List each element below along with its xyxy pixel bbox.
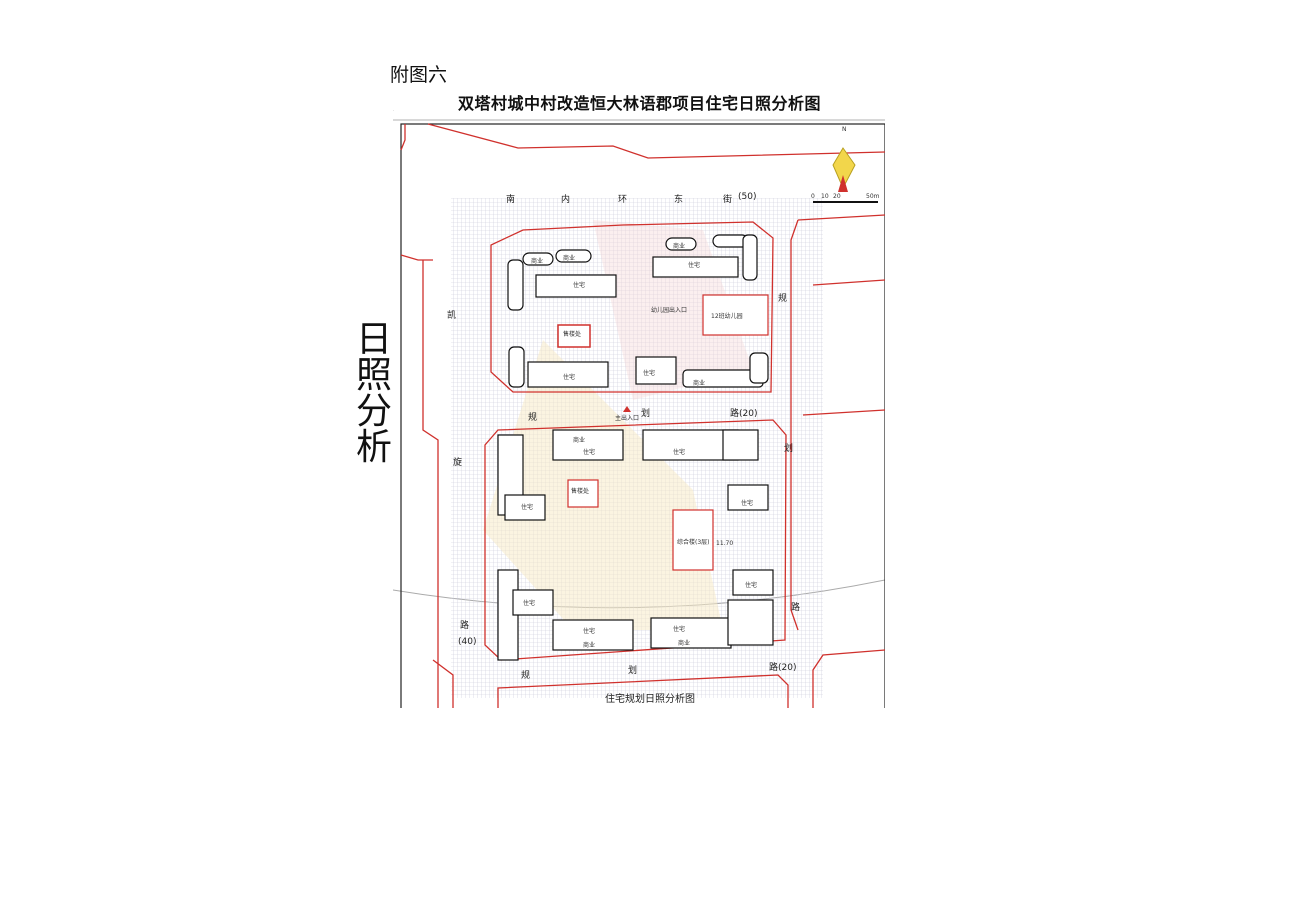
north-label: N	[842, 126, 847, 133]
road-label: 东	[674, 195, 684, 205]
road-label: 南	[506, 195, 516, 205]
road-label: 规	[528, 413, 538, 423]
scale-tick: 20	[833, 193, 841, 200]
side-title: 日 照 分 析	[356, 322, 396, 466]
sales-office-label: 售楼处	[563, 331, 582, 338]
building-label: 住宅	[563, 374, 576, 381]
building-label: 住宅	[673, 626, 686, 633]
plan-caption: 住宅规划日照分析图	[605, 694, 695, 705]
road-label: 路	[791, 603, 801, 613]
road-label: 内	[561, 195, 571, 205]
building-label: 住宅	[673, 449, 686, 456]
site-plan-drawing	[393, 110, 885, 708]
building-label: 商业	[573, 437, 586, 444]
complex-building-label: 综合楼(3层)	[677, 539, 710, 546]
road-label: 规	[778, 294, 788, 304]
building-label: 住宅	[741, 500, 754, 507]
page-title: 双塔村城中村改造恒大林语郡项目住宅日照分析图	[458, 94, 822, 113]
sales-office-label: 售楼处	[571, 488, 590, 495]
road-label: 路(20)	[730, 409, 758, 419]
road-label: 划	[641, 409, 651, 419]
road-label: 街	[723, 195, 733, 205]
road-label: 划	[628, 666, 638, 676]
main-entry-marker-icon	[623, 406, 631, 412]
building-label: 商业	[531, 258, 544, 265]
road-label: 规	[521, 671, 531, 681]
building-label: 商业	[673, 243, 686, 250]
kindergarten-label: 12班幼儿园	[711, 313, 743, 320]
building-label: 商业	[563, 255, 576, 262]
main-entry-label: 主出入口	[615, 415, 640, 422]
scale-tick: 10	[821, 193, 829, 200]
side-char: 日	[356, 319, 393, 360]
building-label: 住宅	[521, 504, 534, 511]
side-char: 分	[356, 391, 393, 432]
complex-height-label: 11.70	[716, 540, 734, 547]
north-arrow-icon	[832, 147, 856, 192]
side-char: 析	[356, 427, 393, 468]
boundary-lines	[400, 123, 885, 708]
buildings	[497, 234, 774, 661]
figure-label: 附图六	[390, 64, 448, 86]
road-label: (40)	[458, 637, 477, 647]
building-label: 住宅	[745, 582, 758, 589]
side-char: 照	[356, 355, 393, 396]
building-label: 住宅	[583, 449, 596, 456]
road-label: 旋	[453, 458, 463, 468]
road-label: 凯	[447, 311, 457, 321]
road-label: (50)	[738, 192, 757, 202]
road-label: 路	[460, 621, 470, 631]
building-label: 住宅	[688, 262, 701, 269]
scale-tick: 0	[811, 193, 815, 200]
road-label: 划	[784, 444, 794, 454]
road-label: 路(20)	[769, 663, 797, 673]
building-label: 商业	[693, 380, 706, 387]
building-label: 住宅	[523, 600, 536, 607]
building-label: 住宅	[583, 628, 596, 635]
building-label: 商业	[678, 640, 691, 647]
scale-tick: 50m	[866, 193, 880, 200]
site-plan: 南 内 环 东 街 (50) 规 划 路(20) 凯 旋 路 (40) 规 划 …	[393, 110, 885, 708]
road-label: 环	[618, 195, 628, 205]
kindergarten-entry-label: 幼儿园出入口	[651, 307, 688, 314]
building-label: 商业	[583, 642, 596, 649]
building-label: 住宅	[643, 370, 656, 377]
building-label: 住宅	[573, 282, 586, 289]
